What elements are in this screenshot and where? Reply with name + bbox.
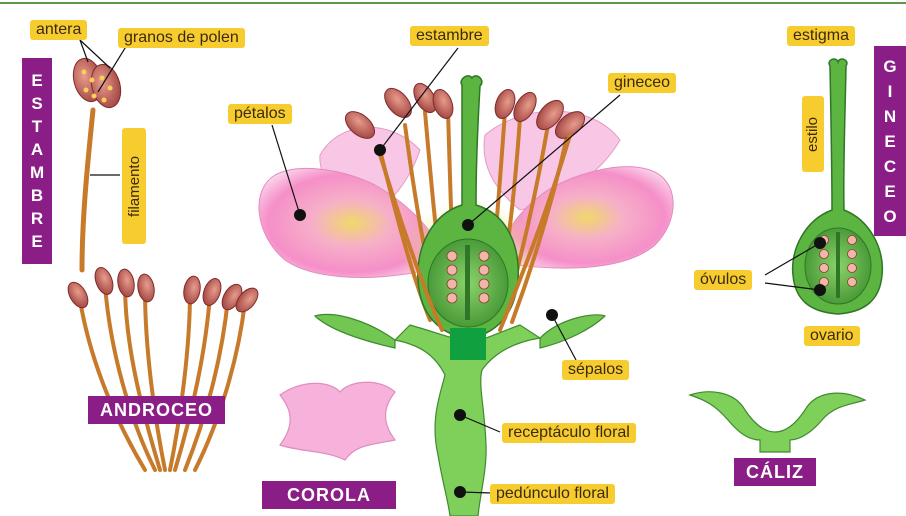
label-antera: antera (30, 20, 87, 40)
title-estambre-vertical-text: ESTAMBRE (30, 69, 44, 253)
central-ovary-base (450, 328, 486, 360)
stamen-detail (69, 40, 130, 270)
label-estigma: estigma (787, 26, 855, 46)
label-filamento-text: filamento (126, 156, 143, 217)
corola-illustration (280, 382, 395, 460)
label-pedunculo-floral: pedúnculo floral (490, 484, 615, 504)
title-gineceo-vertical-text: GINECEO (883, 54, 897, 229)
title-androceo: ANDROCEO (88, 396, 225, 424)
label-estilo: estilo (802, 96, 824, 172)
central-ovary-septum (465, 245, 470, 320)
sepal-left (315, 314, 395, 348)
label-ovario: ovario (804, 326, 860, 346)
label-estilo-text: estilo (805, 116, 822, 151)
label-petalos: pétalos (228, 104, 292, 124)
title-corola: COROLA (262, 481, 396, 509)
label-estambre: estambre (410, 26, 489, 46)
title-estambre-vertical: ESTAMBRE (22, 58, 52, 264)
title-gineceo-vertical: GINECEO (874, 46, 906, 236)
label-gineceo: gineceo (608, 73, 676, 93)
title-caliz: CÁLIZ (734, 458, 816, 486)
label-sepalos: sépalos (562, 360, 629, 380)
label-granos-de-polen: granos de polen (118, 28, 245, 48)
label-ovulos: óvulos (694, 270, 752, 290)
label-receptaculo-floral: receptáculo floral (502, 423, 636, 443)
androceo-illustration (64, 265, 262, 470)
label-filamento: filamento (122, 128, 146, 244)
caliz-illustration (690, 392, 865, 452)
